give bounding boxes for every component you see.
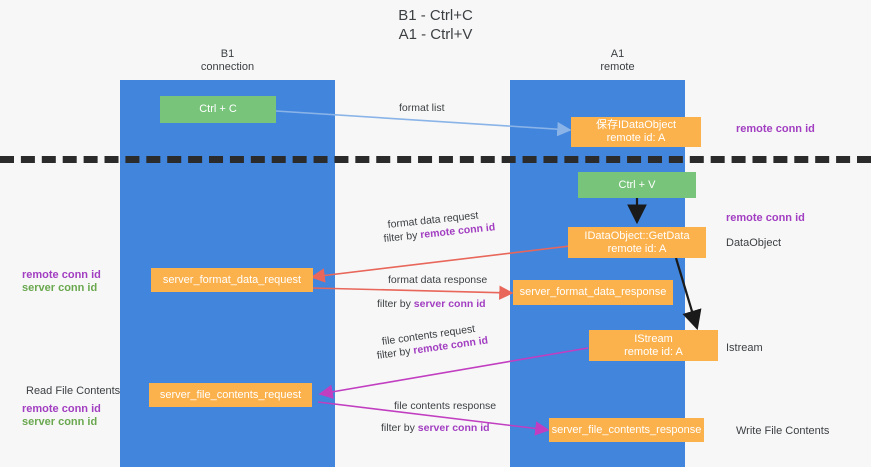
- annotation-left-server-conn-id-mid: server conn id: [22, 282, 98, 294]
- filter-key-server-conn-id: server conn id: [417, 422, 490, 434]
- box-server-format-data-response[interactable]: server_format_data_response: [513, 280, 673, 305]
- arrow-format-data-response: [311, 285, 514, 300]
- arrow-file-contents-response: [317, 401, 550, 436]
- annotation-remote-conn-id-top: remote conn id: [736, 123, 815, 135]
- arrow-format-list: [275, 110, 572, 137]
- filter-key-server-conn-id: server conn id: [413, 298, 486, 310]
- edge-label-file-contents-response: file contents response: [394, 400, 497, 412]
- box-save-idataobject[interactable]: 保存IDataObject remote id: A: [571, 117, 701, 147]
- annotation-left-remote-conn-id-mid: remote conn id: [22, 269, 101, 281]
- annotation-left-remote-conn-id-bottom: remote conn id: [22, 403, 101, 415]
- box-ctrl-v[interactable]: Ctrl + V: [578, 172, 696, 198]
- box-ctrl-c[interactable]: Ctrl + C: [160, 96, 276, 123]
- annotation-remote-conn-id-mid: remote conn id: [726, 212, 805, 224]
- annotation-write-file-contents: Write File Contents: [736, 425, 830, 437]
- arrow-getdata-to-istream: [674, 257, 702, 331]
- diagram-title: B1 - Ctrl+C A1 - Ctrl+V: [398, 7, 473, 43]
- column-header-a1: A1 remote: [600, 48, 635, 73]
- box-server-format-data-request[interactable]: server_format_data_request: [151, 268, 313, 292]
- filter-prefix: filter by: [377, 298, 414, 310]
- filter-prefix: filter by: [383, 229, 421, 245]
- edge-label-format-list: format list: [399, 102, 445, 114]
- annotation-istream: Istream: [726, 342, 763, 354]
- box-server-file-contents-response[interactable]: server_file_contents_response: [549, 418, 704, 442]
- phase-separator: [0, 156, 871, 163]
- box-server-file-contents-request[interactable]: server_file_contents_request: [149, 383, 312, 407]
- column-header-b1: B1 connection: [200, 48, 255, 73]
- edge-label-format-data-response-filter: filter by server conn id: [377, 297, 486, 311]
- edge-label-format-data-response: format data response: [388, 274, 488, 286]
- edge-label-file-contents-response-filter: filter by server conn id: [381, 421, 490, 435]
- annotation-read-file-contents: Read File Contents: [26, 385, 121, 397]
- annotation-dataobject: DataObject: [726, 237, 782, 249]
- box-idataobject-getdata[interactable]: IDataObject::GetData remote id: A: [568, 227, 706, 258]
- annotation-left-server-conn-id-bottom: server conn id: [22, 416, 98, 428]
- box-istream[interactable]: IStream remote id: A: [589, 330, 718, 361]
- filter-prefix: filter by: [381, 422, 418, 434]
- arrow-file-contents-request: [318, 347, 589, 399]
- arrow-format-data-request: [310, 245, 571, 283]
